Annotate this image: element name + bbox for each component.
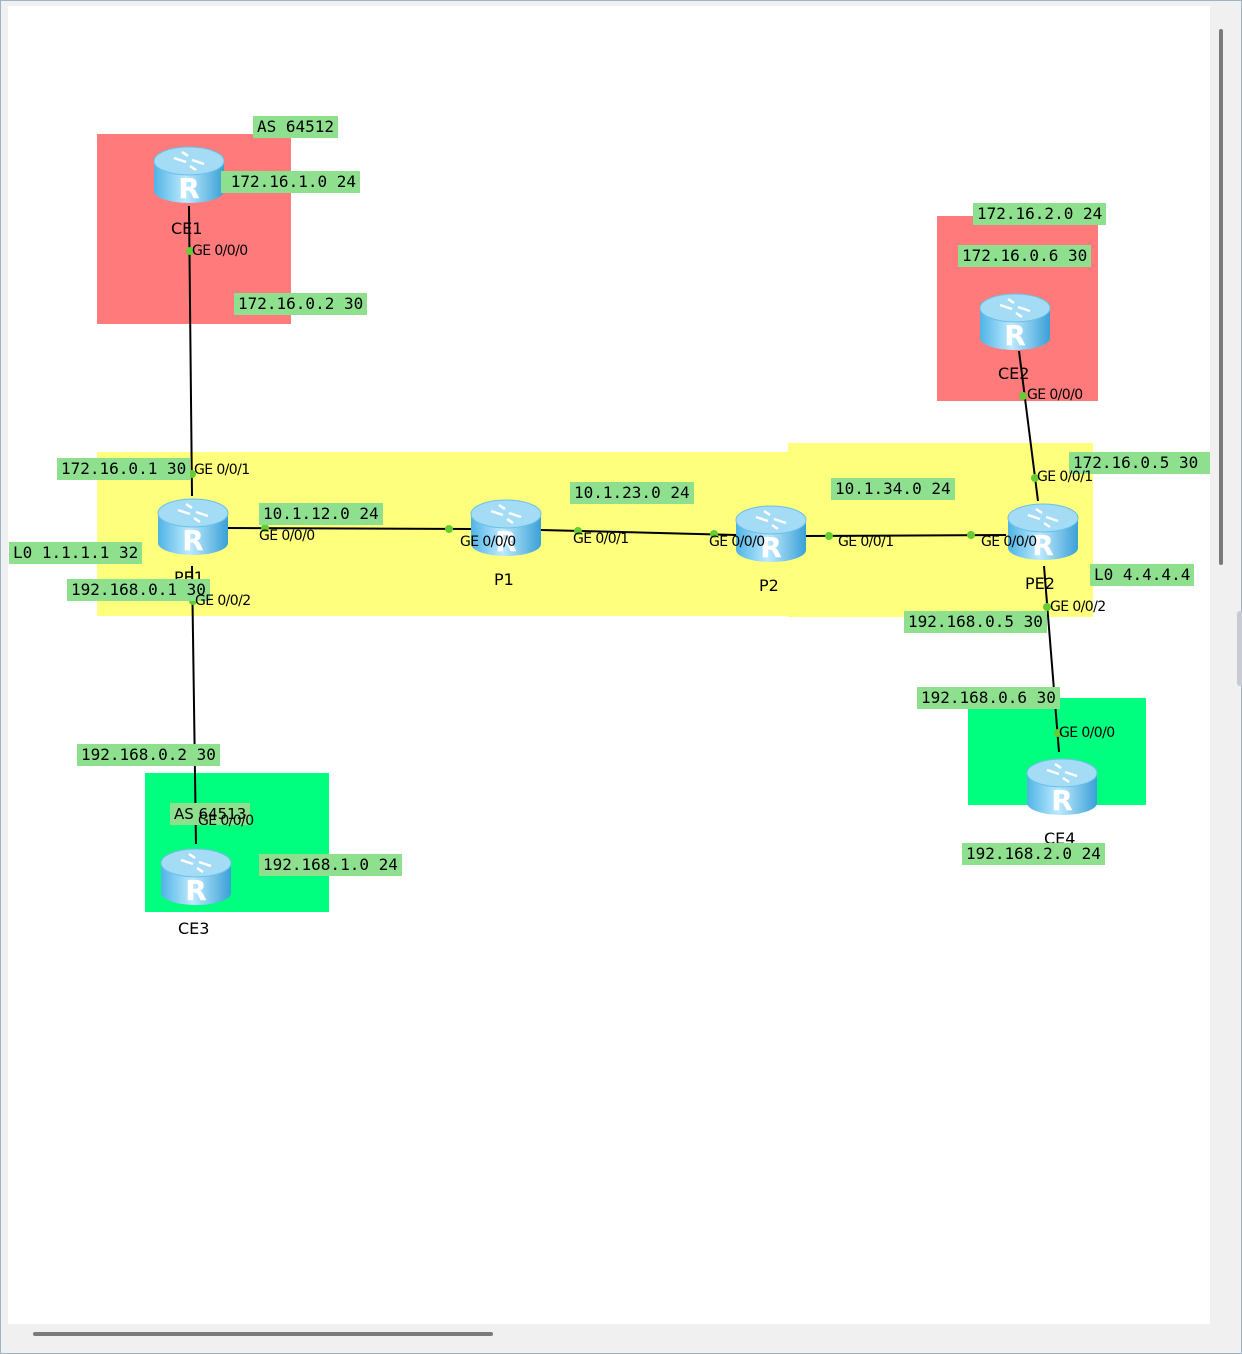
port-dot — [445, 525, 453, 533]
link-pe1-ce3[interactable] — [191, 565, 197, 845]
note-ce1-lan[interactable]: 172.16.1.0 24 — [221, 171, 360, 193]
router-ce3[interactable]: R — [159, 843, 233, 909]
router-icon: R — [979, 293, 1051, 352]
note-ce4-lan[interactable]: 192.168.2.0 24 — [962, 843, 1105, 865]
svg-text:R: R — [182, 524, 204, 557]
svg-text:R: R — [495, 525, 517, 558]
port-dot — [967, 531, 975, 539]
note-as-64513[interactable]: AS 64513 — [170, 803, 251, 825]
note-ce1-wan[interactable]: 172.16.0.2 30 — [234, 293, 368, 315]
note-net-p2-pe2[interactable]: 10.1.34.0 24 — [831, 478, 955, 500]
note-pe2-to-ce4[interactable]: 192.168.0.5 30 — [904, 611, 1047, 633]
port-label-p1-ge000: GE 0/0/0 — [460, 534, 516, 550]
note-ce1-lan-text: 172.16.1.0 24 — [230, 172, 356, 191]
link-p1-p2[interactable] — [540, 529, 737, 536]
port-label-ce1-ge000: GE 0/0/0 — [192, 243, 248, 259]
note-pe2-to-ce2-text: 172.16.0.5 30 — [1073, 453, 1199, 472]
svg-text:R: R — [1004, 319, 1026, 352]
port-label-p1-ge001: GE 0/0/1 — [573, 531, 629, 547]
router-icon: R — [470, 499, 542, 558]
port-dot — [1043, 603, 1051, 611]
note-pe2-to-ce2[interactable]: 172.16.0.5 30 — [1069, 452, 1210, 474]
port-label-pe2-ge001: GE 0/0/1 — [1037, 469, 1093, 485]
panel-resize-handle[interactable] — [1237, 611, 1242, 686]
port-label-pe2-ge000: GE 0/0/0 — [981, 534, 1037, 550]
device-label-p2: P2 — [759, 576, 779, 595]
port-label-p2-ge001: GE 0/0/1 — [838, 534, 894, 550]
router-icon: R — [1007, 503, 1079, 562]
port-dot — [710, 530, 718, 538]
device-label-ce1: CE1 — [171, 219, 203, 238]
router-pe1[interactable]: R — [156, 493, 230, 559]
note-ce4-wan[interactable]: 192.168.0.6 30 — [917, 687, 1060, 709]
note-ce2-lan[interactable]: 172.16.2.0 24 — [973, 203, 1107, 225]
note-pe2-loopback[interactable]: L0 4.4.4.4 — [1090, 564, 1195, 586]
router-ce2[interactable]: R — [978, 288, 1052, 354]
note-ce3-lan[interactable]: 192.168.1.0 24 — [259, 854, 402, 876]
port-label-pe1-ge000: GE 0/0/0 — [259, 528, 315, 544]
port-dot — [574, 527, 582, 535]
svg-text:R: R — [1051, 784, 1073, 817]
svg-text:R: R — [178, 172, 200, 205]
svg-text:R: R — [760, 531, 782, 564]
links-layer — [186, 205, 1062, 845]
router-ce1[interactable]: R — [152, 141, 226, 207]
router-icon: R — [157, 498, 229, 557]
note-as-64512[interactable]: AS 64512 — [253, 116, 339, 138]
router-p1[interactable]: R — [469, 494, 543, 560]
note-pe1-to-ce1[interactable]: 172.16.0.1 30 — [57, 458, 191, 480]
port-label-pe1-ge001: GE 0/0/1 — [194, 462, 250, 478]
router-ce4[interactable]: R — [1025, 753, 1099, 819]
note-pe1-to-ce3[interactable]: 192.168.0.1 30 — [67, 579, 210, 601]
port-label-ce4-ge000: GE 0/0/0 — [1059, 725, 1115, 741]
device-label-ce2: CE2 — [998, 364, 1030, 383]
link-p2-pe2[interactable] — [805, 534, 1007, 537]
port-label-pe2-ge002: GE 0/0/2 — [1050, 599, 1106, 615]
note-net-p1-p2[interactable]: 10.1.23.0 24 — [570, 482, 694, 504]
vertical-scrollbar[interactable] — [1219, 29, 1223, 565]
topology-canvas[interactable]: R R R R — [8, 6, 1210, 1324]
svg-text:R: R — [185, 874, 207, 907]
port-dot — [1031, 474, 1039, 482]
port-dot — [825, 532, 833, 540]
device-label-p1: P1 — [494, 570, 514, 589]
note-net-pe1-p1[interactable]: 10.1.12.0 24 — [259, 503, 383, 525]
note-ce3-wan[interactable]: 192.168.0.2 30 — [77, 744, 220, 766]
note-pe1-loopback[interactable]: L0 1.1.1.1 32 — [9, 542, 143, 564]
port-label-ce2-ge000: GE 0/0/0 — [1027, 387, 1083, 403]
link-pe2-ce4[interactable] — [1043, 565, 1060, 753]
router-p2[interactable]: R — [734, 500, 808, 566]
router-icon: R — [735, 505, 807, 564]
port-dot — [1054, 729, 1062, 737]
device-label-pe2: PE2 — [1025, 574, 1055, 593]
router-icon: R — [153, 146, 225, 205]
note-ce2-wan[interactable]: 172.16.0.6 30 — [958, 245, 1092, 267]
router-icon: R — [160, 848, 232, 907]
port-label-p2-ge000: GE 0/0/0 — [709, 534, 765, 550]
device-label-ce3: CE3 — [178, 919, 210, 938]
router-pe2[interactable]: R — [1006, 498, 1080, 564]
horizontal-scrollbar[interactable] — [33, 1332, 493, 1336]
port-dot — [261, 524, 269, 532]
port-dot — [1019, 392, 1027, 400]
port-label-pe1-ge002: GE 0/0/2 — [195, 593, 251, 609]
port-dot — [186, 247, 194, 255]
router-icon: R — [1026, 758, 1098, 817]
svg-text:R: R — [1032, 529, 1054, 562]
port-label-ce3-ge000: GE 0/0/0 — [198, 813, 254, 829]
